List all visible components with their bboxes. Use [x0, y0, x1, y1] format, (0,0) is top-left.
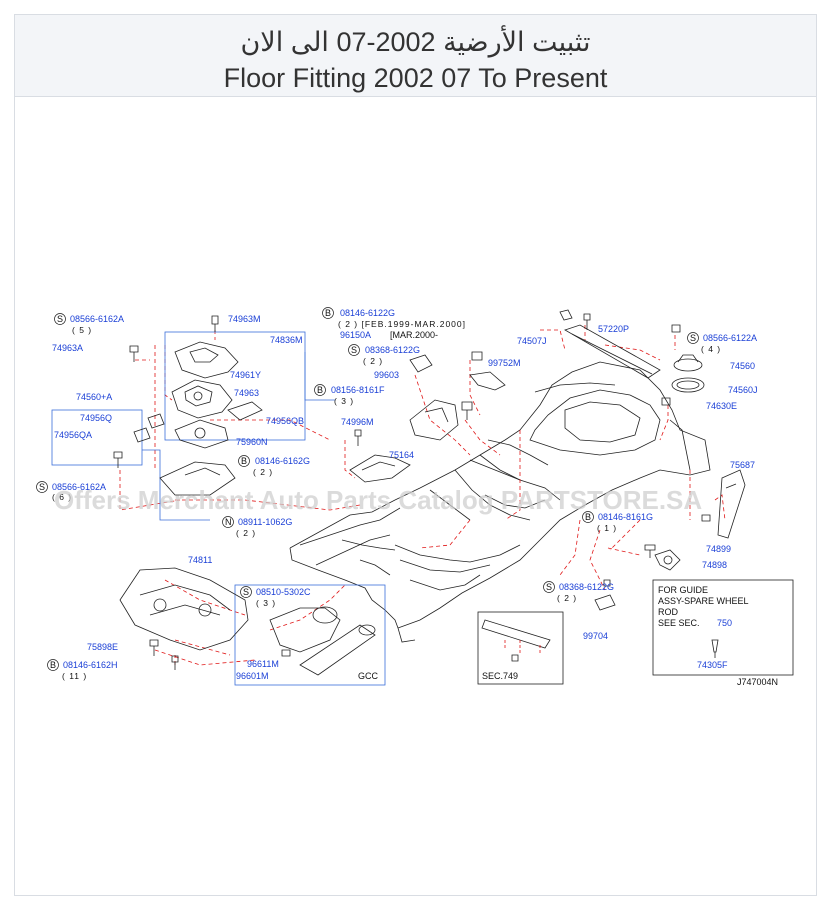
prefix-markers: [36, 307, 699, 671]
prefix-s-1: S: [57, 314, 63, 324]
qty-08146-6122G: ( 2 ) [FEB.1999-MAR.2000]: [338, 319, 466, 329]
part-74956QB[interactable]: 74956QB: [266, 416, 304, 426]
prefix-b-3: B: [241, 456, 247, 466]
part-75164[interactable]: 75164: [389, 450, 414, 460]
part-74996M[interactable]: 74996M: [341, 417, 374, 427]
qty-08368-6122G-b: ( 2 ): [557, 593, 577, 603]
qty-08566-6162A: ( 5 ): [72, 325, 92, 335]
part-74560-A[interactable]: 74560+A: [76, 392, 112, 402]
prefix-s-6: S: [243, 587, 249, 597]
part-74956Q[interactable]: 74956Q: [80, 413, 112, 423]
part-74811[interactable]: 74811: [188, 555, 212, 565]
part-75960N[interactable]: 75960N: [236, 437, 268, 447]
qty-08911-1062G: ( 2 ): [236, 528, 256, 538]
part-08566-6122A[interactable]: 08566-6122A: [703, 333, 757, 343]
page-header: تثبيت الأرضية 2002-07 الى الان Floor Fit…: [14, 14, 817, 97]
spare-tire-parts: [594, 324, 746, 611]
part-74956QA[interactable]: 74956QA: [54, 430, 92, 440]
part-08146-6122G[interactable]: 08146-6122G: [340, 308, 395, 318]
center-floor-parts: [349, 309, 661, 483]
qty-08368-6122G: ( 2 ): [363, 356, 383, 366]
qty-08510-5302C: ( 3 ): [256, 598, 276, 608]
sec-749-inset: SEC.749: [477, 611, 564, 685]
watermark: Offers Merchant Auto Parts Catalog PARTS…: [54, 485, 702, 515]
part-96611M[interactable]: 96611M: [247, 659, 279, 669]
part-74963A[interactable]: 74963A: [52, 343, 83, 353]
gcc-label: GCC: [358, 671, 379, 681]
prefix-b-2: B: [317, 385, 323, 395]
part-74507J[interactable]: 74507J: [517, 336, 547, 346]
guide-note-line-4: SEE SEC.: [658, 618, 700, 628]
part-74963[interactable]: 74963: [234, 388, 259, 398]
guide-note-line-3: ROD: [658, 607, 679, 617]
part-08146-6162G[interactable]: 08146-6162G: [255, 456, 310, 466]
prefix-b-1: B: [325, 308, 331, 318]
part-08146-8161G[interactable]: 08146-8161G: [598, 512, 653, 522]
diagram-frame: [14, 14, 817, 896]
qty-08566-6122A: ( 4 ): [701, 344, 721, 354]
sec-749-label: SEC.749: [482, 671, 518, 681]
part-74836M[interactable]: 74836M: [270, 335, 303, 345]
part-08911-1062G[interactable]: 08911-1062G: [238, 517, 292, 527]
guide-note-line-1: FOR GUIDE: [658, 585, 708, 595]
part-08368-6122G[interactable]: 08368-6122G: [365, 345, 420, 355]
part-labels: 08566-6162A ( 5 ) 74963A 74963M 74836M 7…: [52, 308, 778, 687]
prefix-b-5: B: [50, 660, 56, 670]
floor-panel-drawing: [289, 361, 711, 643]
part-08566-6162A[interactable]: 08566-6162A: [70, 314, 124, 324]
prefix-s-4: S: [690, 333, 696, 343]
guide-sec-link[interactable]: 750: [717, 618, 732, 628]
part-74963M[interactable]: 74963M: [228, 314, 261, 324]
callout-boxes: [51, 331, 386, 686]
part-74630E[interactable]: 74630E: [706, 401, 737, 411]
prefix-s-3: S: [39, 482, 45, 492]
part-99704[interactable]: 99704: [583, 631, 608, 641]
part-08368-6122G-b[interactable]: 08368-6122G: [559, 582, 614, 592]
qty-08146-6162G: ( 2 ): [253, 467, 273, 477]
part-99603[interactable]: 99603: [374, 370, 399, 380]
part-74560J[interactable]: 74560J: [728, 385, 758, 395]
part-74560[interactable]: 74560: [730, 361, 755, 371]
part-96150A[interactable]: 96150A: [340, 330, 371, 340]
qty-08566-6162A-b: ( 6 ): [52, 492, 72, 502]
guide-note-line-2: ASSY-SPARE WHEEL: [658, 596, 749, 606]
part-74899[interactable]: 74899: [706, 544, 731, 554]
part-08156-8161F[interactable]: 08156-8161F: [331, 385, 385, 395]
prefix-letters: S B S B B S N S B S S B: [39, 308, 696, 670]
part-96601M[interactable]: 96601M: [236, 671, 269, 681]
part-75687[interactable]: 75687: [730, 460, 755, 470]
guide-note-box: FOR GUIDE ASSY-SPARE WHEEL ROD SEE SEC. …: [652, 579, 794, 676]
part-08566-6162A-b[interactable]: 08566-6162A: [52, 482, 106, 492]
page-title-arabic: تثبيت الأرضية 2002-07 الى الان: [240, 27, 591, 57]
qty-08146-6162H: ( 11 ): [62, 671, 87, 681]
part-57220P[interactable]: 57220P: [598, 324, 629, 334]
part-08146-6162H[interactable]: 08146-6162H: [63, 660, 118, 670]
qty-08146-8161G: ( 1 ): [597, 523, 617, 533]
part-74305F[interactable]: 74305F: [697, 660, 728, 670]
rear-tray-parts: [119, 567, 376, 676]
shift-boot-parts: [113, 315, 263, 496]
prefix-s-5: S: [546, 582, 552, 592]
prefix-n-1: N: [225, 517, 232, 527]
diagram-code: J747004N: [737, 677, 778, 687]
part-74961Y[interactable]: 74961Y: [230, 370, 261, 380]
part-74898[interactable]: 74898: [702, 560, 727, 570]
prefix-s-2: S: [351, 345, 357, 355]
note-96150A: [MAR.2000-: [390, 330, 438, 340]
part-75898E[interactable]: 75898E: [87, 642, 118, 652]
part-08510-5302C[interactable]: 08510-5302C: [256, 587, 311, 597]
part-99752M[interactable]: 99752M: [488, 358, 521, 368]
page-title-english: Floor Fitting 2002 07 To Present: [223, 63, 608, 93]
prefix-b-4: B: [585, 512, 591, 522]
qty-08156-8161F: ( 3 ): [334, 396, 354, 406]
